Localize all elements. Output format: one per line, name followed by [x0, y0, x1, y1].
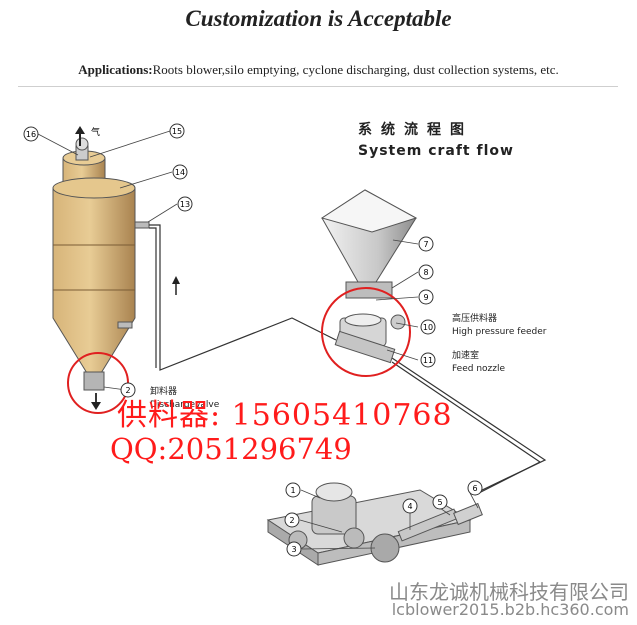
arrow-up-icon: [172, 276, 180, 295]
nozzle-label-en: Feed nozzle: [452, 364, 506, 374]
callout-4: 4: [402, 498, 418, 514]
callout-13: 13: [177, 196, 193, 212]
arrow-down-icon: [91, 393, 101, 410]
callout-3: 3: [286, 541, 302, 557]
watermark-site: lcblower2015.b2b.hc360.com: [391, 600, 629, 619]
svg-text:3: 3: [291, 545, 296, 554]
callout-12: 2: [120, 382, 136, 398]
svg-text:7: 7: [423, 240, 428, 249]
applications-label: Applications:: [78, 62, 153, 77]
callout-15: 15: [169, 123, 185, 139]
high-pressure-feeder: [334, 313, 406, 364]
applications-text: Roots blower,silo emptying, cyclone disc…: [152, 62, 559, 77]
callout-16: 16: [23, 126, 39, 142]
nozzle-label-cn: 加速室: [452, 351, 480, 361]
roots-blower: [266, 482, 483, 566]
callout-2: 2: [284, 512, 300, 528]
exhaust-pipe: [75, 137, 89, 161]
svg-text:9: 9: [423, 293, 428, 302]
conveying-line: [149, 224, 337, 371]
callout-9: 9: [418, 289, 434, 305]
discharge-label-en: Dischargevalve: [150, 400, 220, 410]
qq-overlay: QQ:2051296749: [110, 432, 352, 466]
high-pressure-label-cn: 高压供料器: [452, 314, 498, 324]
discharge-label-cn: 卸料器: [150, 387, 178, 397]
callout-leaders: [37, 130, 479, 550]
callout-11: 11: [420, 352, 436, 368]
callout-5: 5: [432, 494, 448, 510]
svg-text:14: 14: [175, 168, 185, 177]
svg-text:1: 1: [290, 486, 295, 495]
feeder-highlight-circle: [321, 287, 411, 377]
svg-text:15: 15: [172, 127, 182, 136]
gas-label: 气: [91, 126, 100, 138]
callout-1: 1: [285, 482, 301, 498]
watermark-company: 山东龙诚机械科技有限公司: [389, 580, 629, 604]
diagram-title-en: System craft flow: [358, 143, 514, 159]
callout-6: 6: [467, 480, 483, 496]
svg-text:10: 10: [423, 323, 433, 332]
svg-text:2: 2: [289, 516, 294, 525]
callout-7: 7: [418, 236, 434, 252]
divider: [18, 86, 618, 87]
svg-text:6: 6: [472, 484, 477, 493]
svg-text:11: 11: [423, 356, 433, 365]
svg-text:8: 8: [423, 268, 428, 277]
page-title: Customization is Acceptable: [185, 6, 452, 31]
high-pressure-label-en: High pressure feeder: [452, 327, 547, 337]
diagram-title-cn: 系统流程图: [358, 122, 473, 138]
return-line: [391, 357, 547, 493]
callout-8: 8: [418, 264, 434, 280]
svg-text:13: 13: [180, 200, 190, 209]
svg-text:2: 2: [125, 386, 130, 395]
svg-text:16: 16: [26, 130, 36, 139]
phone-overlay: 供料器: 15605410768: [117, 398, 453, 433]
svg-text:5: 5: [437, 498, 442, 507]
feed-hopper: [320, 189, 418, 299]
callout-10: 10: [420, 319, 436, 335]
svg-text:4: 4: [407, 502, 412, 511]
arrow-up-icon: [75, 126, 85, 146]
callout-14: 14: [172, 164, 188, 180]
applications-line: Applications:Roots blower,silo emptying,…: [0, 62, 637, 78]
